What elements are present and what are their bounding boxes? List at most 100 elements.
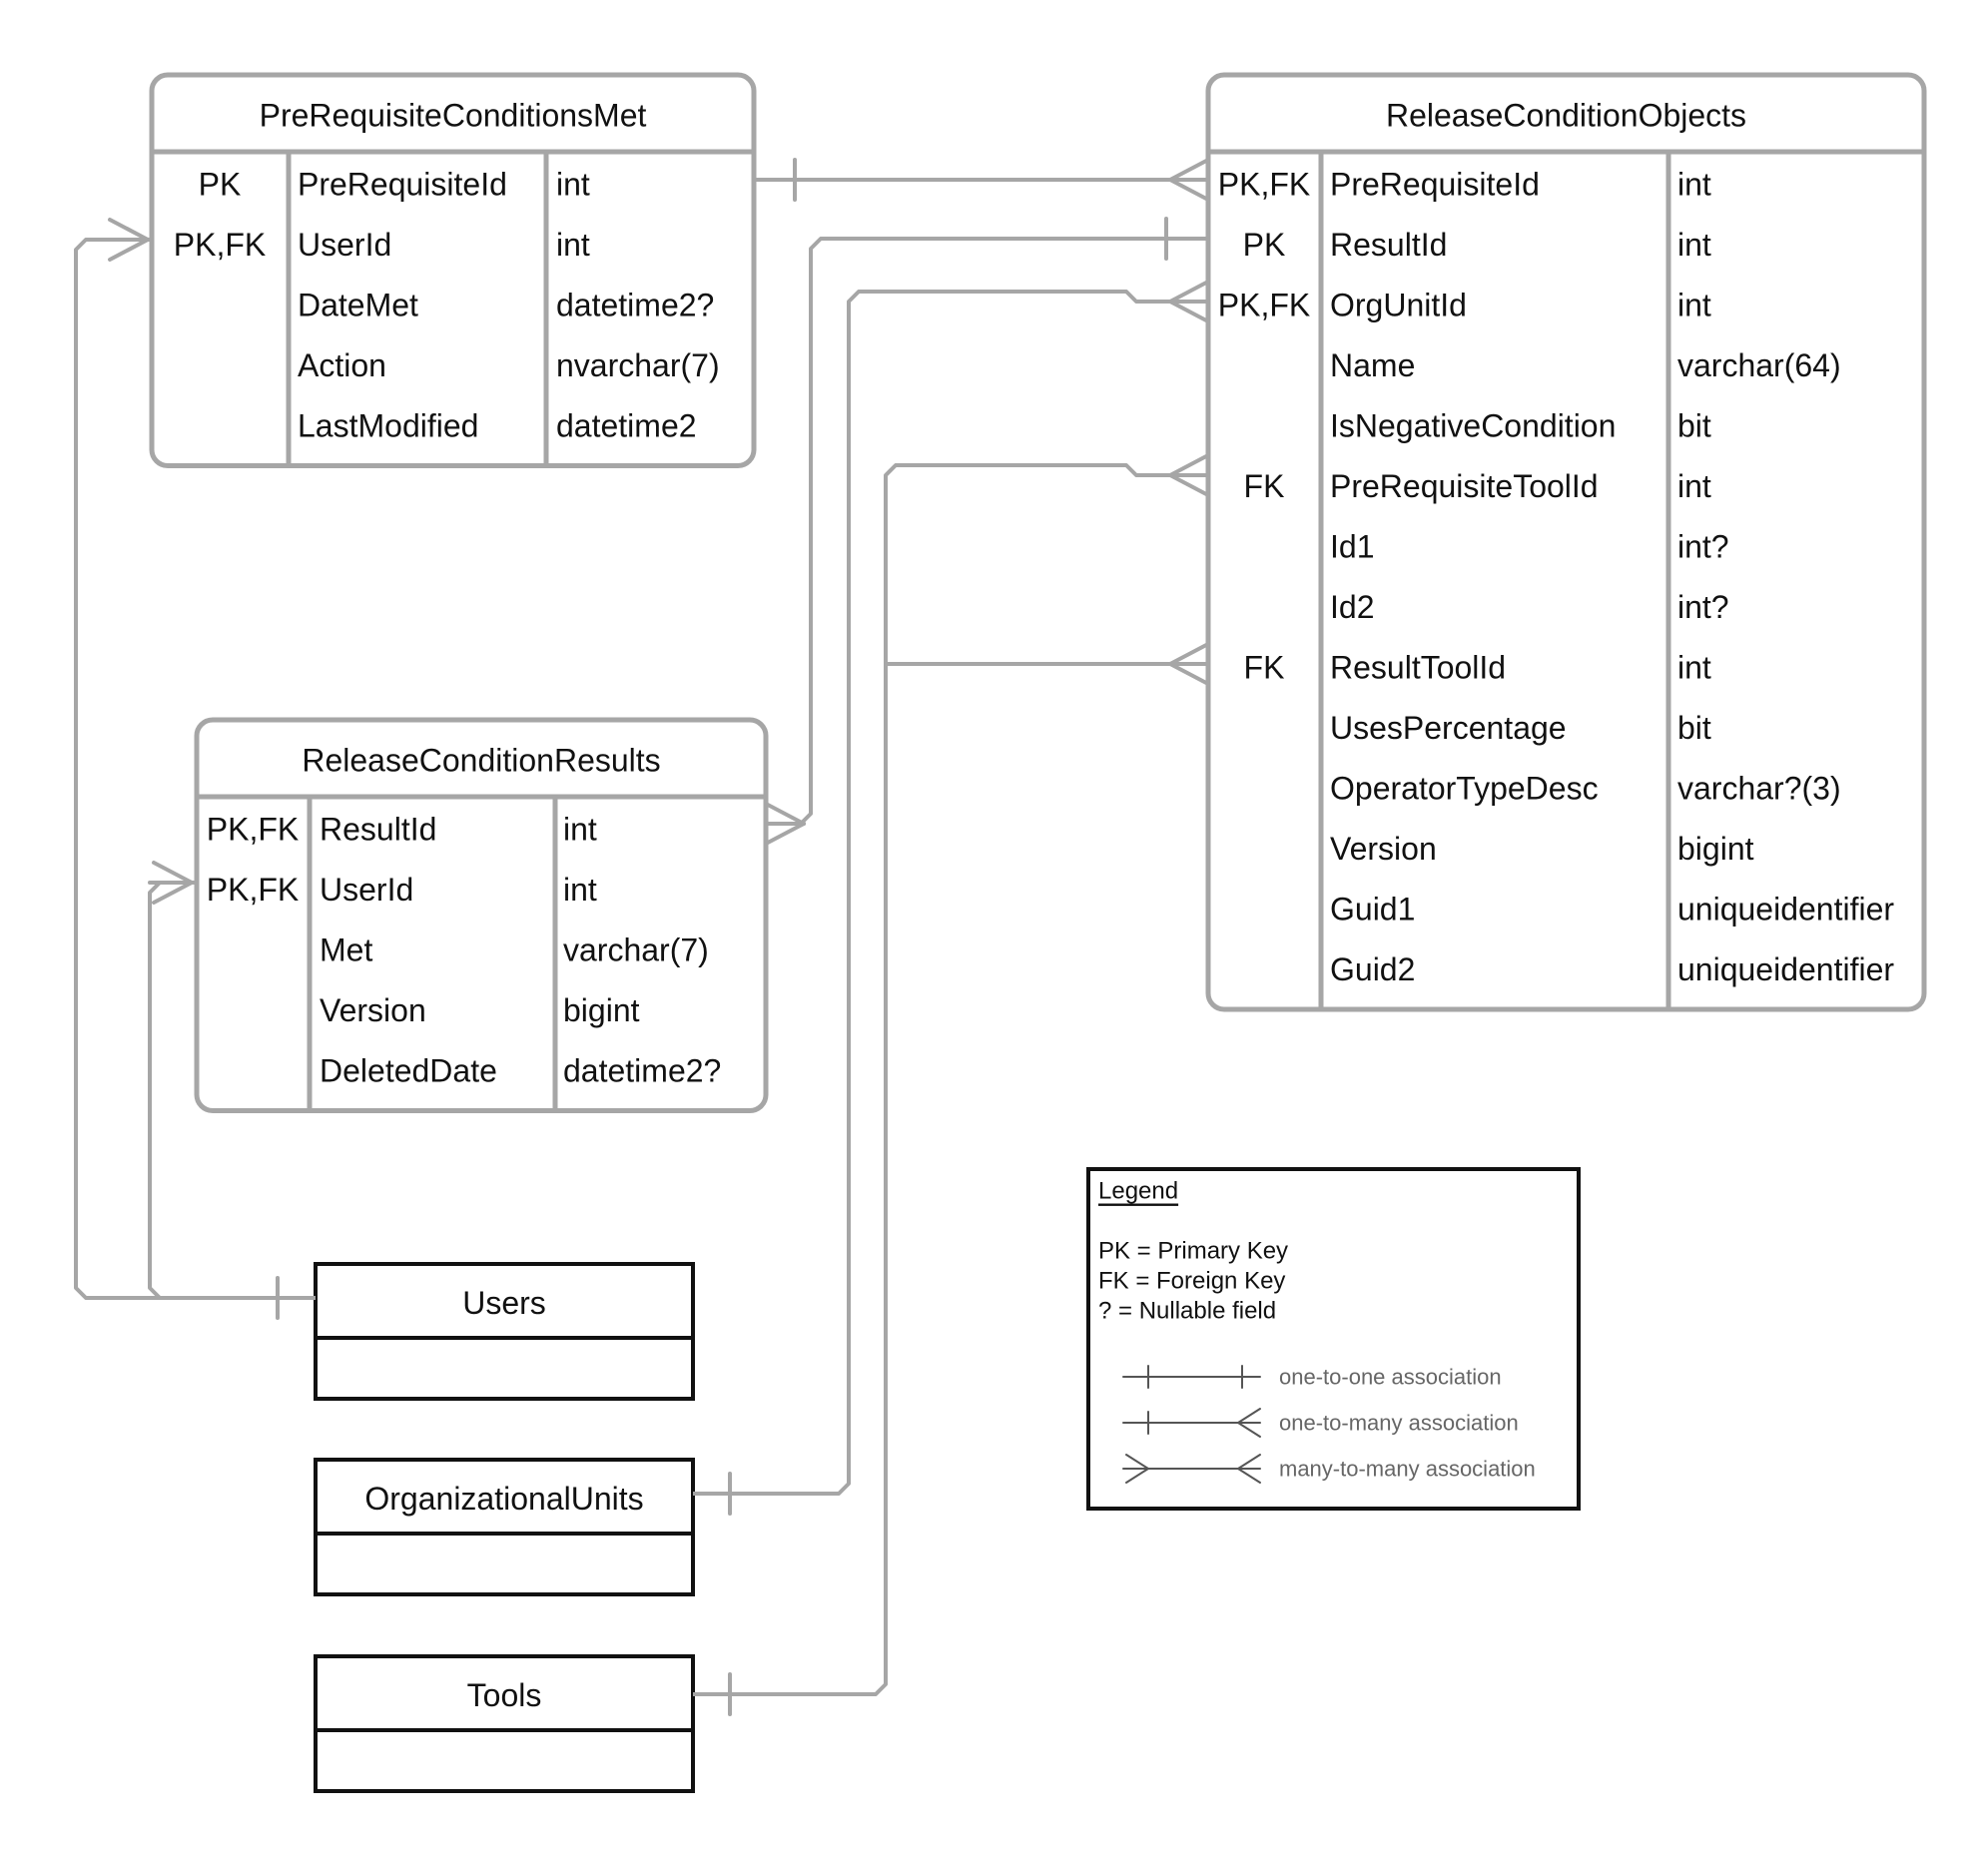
link-result <box>766 237 1208 826</box>
legend-crow <box>1237 1454 1261 1470</box>
crows-foot-icon <box>152 861 194 905</box>
link-users-rcr <box>148 881 197 1300</box>
crows-foot-icon <box>1168 453 1210 497</box>
users-table[interactable]: Users <box>314 1262 695 1401</box>
crow-leg <box>108 218 150 242</box>
field-type: int <box>1677 649 1711 685</box>
field-type: bigint <box>1677 831 1754 867</box>
crow-leg <box>1168 178 1210 202</box>
crow-leg <box>1168 662 1210 686</box>
crows-foot-icon <box>1168 642 1210 686</box>
legend-one-to-one-sample <box>1122 1365 1261 1389</box>
field-type: varchar(7) <box>563 931 709 967</box>
crow-leg <box>1168 158 1210 182</box>
field-type: varchar(64) <box>1677 347 1841 383</box>
tools-table[interactable]: Tools <box>314 1654 695 1793</box>
table-row: Met varchar(7) <box>320 931 709 967</box>
crow-leg <box>1168 280 1210 304</box>
relationship-lines <box>74 158 1210 1716</box>
crows-foot-icon <box>108 218 150 262</box>
entity-frame <box>1205 72 1927 1012</box>
field-type: bit <box>1677 710 1711 746</box>
legend-crow <box>1125 1468 1149 1484</box>
table-row: FK PreRequisiteToolId int <box>1244 468 1711 504</box>
field-name: PreRequisiteToolId <box>1330 468 1599 504</box>
link-users-pcm <box>74 238 316 1300</box>
table-row: PK,FK PreRequisiteId int <box>1218 166 1711 202</box>
field-type: int <box>556 227 590 263</box>
field-name: PreRequisiteId <box>298 166 507 202</box>
field-name: Guid1 <box>1330 891 1415 927</box>
field-name: DateMet <box>298 287 418 322</box>
table-row: DateMet datetime2? <box>298 287 714 322</box>
field-type: int <box>563 811 597 847</box>
crow-leg <box>152 861 194 885</box>
field-name: DeletedDate <box>320 1052 497 1088</box>
field-type: int <box>563 872 597 908</box>
legend-crow <box>1237 1408 1261 1424</box>
field-name: ResultToolId <box>1330 649 1506 685</box>
field-type: int <box>1677 468 1711 504</box>
entity-title: ReleaseConditionObjects <box>1386 98 1746 134</box>
crow-leg <box>108 238 150 262</box>
table-title: Tools <box>467 1677 542 1713</box>
table-row: Name varchar(64) <box>1330 347 1841 383</box>
field-name: OperatorTypeDesc <box>1330 770 1599 806</box>
field-name: Action <box>298 347 386 383</box>
key-cell: PK <box>1243 227 1286 263</box>
field-name: Id1 <box>1330 528 1374 564</box>
legend-association-label: many-to-many association <box>1279 1457 1536 1482</box>
crows-foot-icon <box>764 802 806 846</box>
field-type: datetime2? <box>556 287 714 322</box>
crows-foot-icon <box>1168 158 1210 202</box>
crow-leg <box>1168 473 1210 497</box>
table-title: Users <box>462 1285 546 1321</box>
legend-crow <box>1237 1468 1261 1484</box>
field-name: Version <box>320 992 426 1028</box>
key-cell: PK,FK <box>1218 287 1310 322</box>
field-name: IsNegativeCondition <box>1330 407 1616 443</box>
field-type: int <box>1677 227 1711 263</box>
field-type: datetime2? <box>563 1052 721 1088</box>
field-type: int <box>1677 287 1711 322</box>
field-name: PreRequisiteId <box>1330 166 1540 202</box>
crow-leg <box>764 822 806 846</box>
field-name: Met <box>320 931 372 967</box>
legend-frame <box>1086 1167 1581 1511</box>
field-name: LastModified <box>298 407 478 443</box>
table-frame <box>314 1262 695 1401</box>
field-type: int <box>1677 166 1711 202</box>
link-tool-prereq <box>693 463 1208 1696</box>
field-name: Name <box>1330 347 1415 383</box>
key-cell: FK <box>1244 649 1285 685</box>
crow-leg <box>1168 300 1210 323</box>
entity-frame <box>194 717 769 1113</box>
field-name: UserId <box>320 872 413 908</box>
entity-title: ReleaseConditionResults <box>302 743 660 779</box>
field-name: UsesPercentage <box>1330 710 1567 746</box>
key-cell: PK,FK <box>1218 166 1310 202</box>
organizational-units-table[interactable]: OrganizationalUnits <box>314 1458 695 1596</box>
table-row: UsesPercentage bit <box>1330 710 1711 746</box>
table-row: FK ResultToolId int <box>1244 649 1711 685</box>
legend-crow <box>1237 1422 1261 1438</box>
key-cell: FK <box>1244 468 1285 504</box>
